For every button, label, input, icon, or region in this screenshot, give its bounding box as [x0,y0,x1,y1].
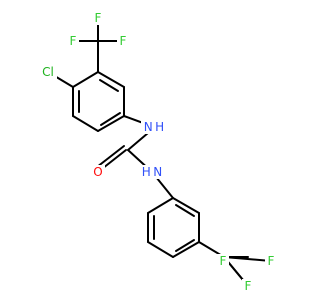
bond-lines [47,17,272,287]
atom-f6: F [217,254,229,268]
bond-23 [172,241,200,258]
svg-text:F: F [245,279,252,293]
atom-f2: F [92,11,104,25]
svg-text:F: F [70,34,77,48]
atom-f1: F [67,34,79,48]
bond-6 [72,115,99,132]
bond-15 [127,132,149,151]
atom-f4: F [265,254,277,268]
bond-9 [97,71,125,88]
chemical-structure-diagram: F F F Cl N H O H N F F F [39,11,277,293]
bond-11 [100,112,121,126]
svg-text:O: O [93,165,102,179]
svg-text:N H: N H [144,120,164,134]
bond-28 [175,204,195,217]
bond-20 [147,197,174,214]
bond-12 [99,79,119,92]
bond-4 [72,71,99,88]
svg-text:F: F [268,254,275,268]
svg-text:F: F [220,254,227,268]
bond-22 [147,241,174,258]
bond-25 [172,197,200,214]
svg-text:Cl: Cl [42,65,54,79]
svg-text:F: F [120,34,127,48]
svg-text:F: F [95,11,102,25]
bond-7 [97,115,125,132]
bond-33 [223,256,272,262]
bond-17 [96,145,125,168]
svg-text:H N: H N [142,165,162,179]
atom-f3: F [117,34,129,48]
atom-cl: Cl [39,65,57,79]
atom-labels: F F F Cl N H O H N F F F [39,11,277,293]
atom-nh-top: N H [141,120,167,134]
atom-hn-bottom: H N [139,165,165,179]
atom-o: O [91,165,105,179]
bond-27 [175,239,195,252]
atom-f5: F [242,279,254,293]
